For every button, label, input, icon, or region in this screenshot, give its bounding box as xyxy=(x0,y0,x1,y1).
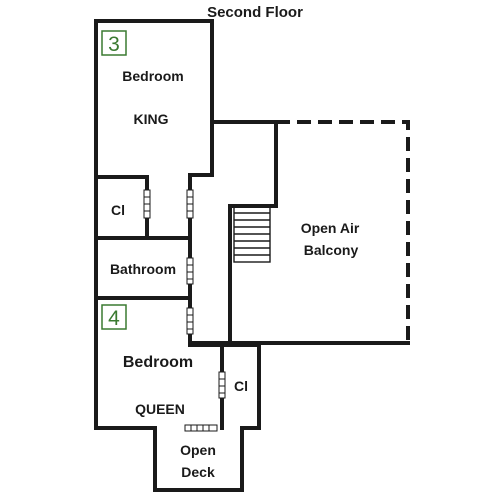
bed-label-queen: QUEEN xyxy=(135,401,185,417)
room-label-bedroom-4: Bedroom xyxy=(123,354,193,371)
staircase xyxy=(228,178,278,263)
badge-number: 4 xyxy=(108,307,120,330)
wall-deck xyxy=(153,426,244,492)
wall-stair-top xyxy=(228,178,278,208)
bed-label-king: KING xyxy=(134,111,169,127)
wall-hall xyxy=(188,120,410,345)
room-label-bathroom: Bathroom xyxy=(110,261,176,277)
room-badge-3: 3 xyxy=(101,30,127,56)
doors xyxy=(143,189,226,432)
floor-title: Second Floor xyxy=(207,4,303,21)
door-closet-4 xyxy=(218,371,226,399)
room-label-closet-3: Cl xyxy=(111,202,125,218)
badge-box xyxy=(101,30,127,56)
door-bathroom xyxy=(186,257,194,285)
room-badge-4: 4 xyxy=(101,304,127,330)
door-deck xyxy=(184,424,218,432)
room-label-deck-line1: Open xyxy=(180,442,216,458)
room-label-bedroom-3: Bedroom xyxy=(122,68,183,84)
balcony-railing xyxy=(276,120,410,343)
badge-number: 3 xyxy=(108,33,120,56)
room-label-closet-4: Cl xyxy=(234,378,248,394)
badge-box xyxy=(101,304,127,330)
room-label-balcony-line2: Balcony xyxy=(304,242,359,258)
wall-bedroom-4 xyxy=(94,341,261,430)
door-bedroom-4 xyxy=(186,307,194,335)
room-label-deck-line2: Deck xyxy=(181,464,215,480)
room-label-balcony-line1: Open Air xyxy=(301,220,360,236)
